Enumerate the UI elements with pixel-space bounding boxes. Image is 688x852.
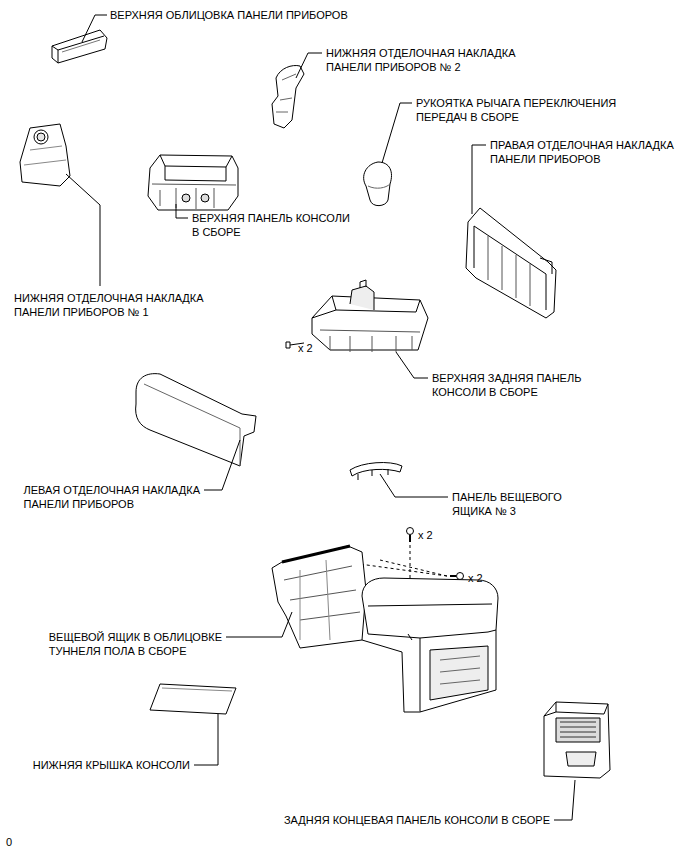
leader-lines <box>396 352 428 378</box>
quantity-label: x 2 <box>418 528 433 542</box>
console-box <box>272 546 366 648</box>
right-trim <box>466 208 556 318</box>
quantity-label: x 2 <box>468 571 483 585</box>
screws <box>407 528 414 535</box>
upper-console-panel <box>201 194 209 202</box>
part-label: ВЕРХНЯЯ ЗАДНЯЯ ПАНЕЛЬ КОНСОЛИ В СБОРЕ <box>432 371 581 399</box>
shift-knob <box>368 184 390 188</box>
right-trim <box>466 208 556 318</box>
rear-end-panel <box>566 752 596 766</box>
left-trim <box>144 384 240 466</box>
lower-cover <box>150 684 236 714</box>
upper-console-panel <box>148 155 238 210</box>
upper-console-panel <box>182 194 190 202</box>
leader-lines <box>66 174 100 286</box>
right-trim <box>540 258 552 274</box>
part-label: ВЕРХНЯЯ ПАНЕЛЬ КОНСОЛИ В СБОРЕ <box>192 211 350 239</box>
part-label: ПРАВАЯ ОТДЕЛОЧНАЯ НАКЛАДКА ПАНЕЛИ ПРИБОР… <box>490 138 674 166</box>
right-trim <box>488 236 530 306</box>
upper-rear-console-panel <box>350 286 374 310</box>
upper-console-panel <box>160 155 232 181</box>
panel-no3 <box>350 463 402 480</box>
part-label: НИЖНЯЯ ОТДЕЛОЧНАЯ НАКЛАДКА ПАНЕЛИ ПРИБОР… <box>14 291 204 319</box>
part-label: ВЕЩЕВОЙ ЯЩИК В ОБЛИЦОВКЕ ТУННЕЛЯ ПОЛА В … <box>49 630 222 658</box>
part-label: ПАНЕЛЬ ВЕЩЕВОГО ЯЩИКА № 3 <box>452 490 562 518</box>
upper-panel-trim <box>52 30 107 63</box>
lower-cover <box>162 688 232 691</box>
part-label: РУКОЯТКА РЫЧАГА ПЕРЕКЛЮЧЕНИЯ ПЕРЕДАЧ В С… <box>416 96 616 124</box>
leader-lines <box>204 440 240 490</box>
rear-end-panel <box>560 722 596 737</box>
right-trim <box>474 226 546 310</box>
console-box <box>408 634 412 640</box>
lower-cover <box>150 684 236 714</box>
upper-console-panel <box>152 184 236 209</box>
shift-knob <box>364 162 392 206</box>
console-box <box>282 546 350 562</box>
upper-panel-trim <box>52 36 104 63</box>
leader-lines <box>66 15 575 820</box>
panel-no3 <box>358 469 388 480</box>
lower-trim-1 <box>20 124 70 186</box>
screws <box>457 573 464 580</box>
upper-rear-console-panel <box>320 330 420 352</box>
lower-trim-2 <box>272 66 304 129</box>
lower-trim-2 <box>276 74 296 112</box>
console-box <box>362 578 498 638</box>
part-label: ВЕРХНЯЯ ОБЛИЦОВКА ПАНЕЛИ ПРИБОРОВ <box>110 8 348 22</box>
console-box <box>272 546 498 712</box>
part-label: ЛЕВАЯ ОТДЕЛОЧНАЯ НАКЛАДКА ПАНЕЛИ ПРИБОРО… <box>23 483 200 511</box>
leader-lines <box>296 53 322 78</box>
left-trim <box>136 374 256 466</box>
leader-lines <box>226 612 292 637</box>
shift-knob <box>364 162 392 206</box>
figure-number: 0 <box>6 835 12 849</box>
leader-lines <box>554 780 575 820</box>
upper-rear-console-panel <box>286 280 428 352</box>
console-box <box>284 566 360 620</box>
lower-trim-1 <box>20 124 70 186</box>
lower-trim-1 <box>34 130 48 144</box>
rear-end-panel <box>544 702 608 716</box>
leader-lines <box>194 714 218 765</box>
quantity-label: x 2 <box>298 341 313 355</box>
lower-trim-2 <box>272 66 304 129</box>
upper-rear-console-panel <box>360 280 366 288</box>
console-box <box>430 646 488 700</box>
lower-trim-1 <box>24 146 66 165</box>
lower-trim-1 <box>37 133 45 141</box>
panel-no3 <box>350 463 402 476</box>
leader-lines <box>380 474 448 497</box>
leader-lines <box>82 15 107 42</box>
rear-end-panel <box>544 702 610 778</box>
part-label: ЗАДНЯЯ КОНЦЕВАЯ ПАНЕЛЬ КОНСОЛИ В СБОРЕ <box>284 813 550 827</box>
console-box <box>362 640 420 712</box>
left-trim <box>136 374 256 466</box>
part-label: НИЖНЯЯ ОТДЕЛОЧНАЯ НАКЛАДКА ПАНЕЛИ ПРИБОР… <box>326 46 516 74</box>
leader-lines <box>472 145 486 214</box>
console-box <box>440 656 480 684</box>
rear-end-panel <box>544 702 610 778</box>
upper-panel-trim <box>52 30 107 63</box>
leader-lines <box>382 103 412 163</box>
console-box <box>300 560 330 640</box>
leader-lines <box>176 204 188 218</box>
screws <box>409 535 411 542</box>
part-label: НИЖНЯЯ КРЫШКА КОНСОЛИ <box>33 758 190 772</box>
rear-end-panel <box>556 718 600 742</box>
upper-panel-trim <box>62 40 100 52</box>
upper-console-panel <box>148 155 238 210</box>
screws <box>450 575 456 577</box>
